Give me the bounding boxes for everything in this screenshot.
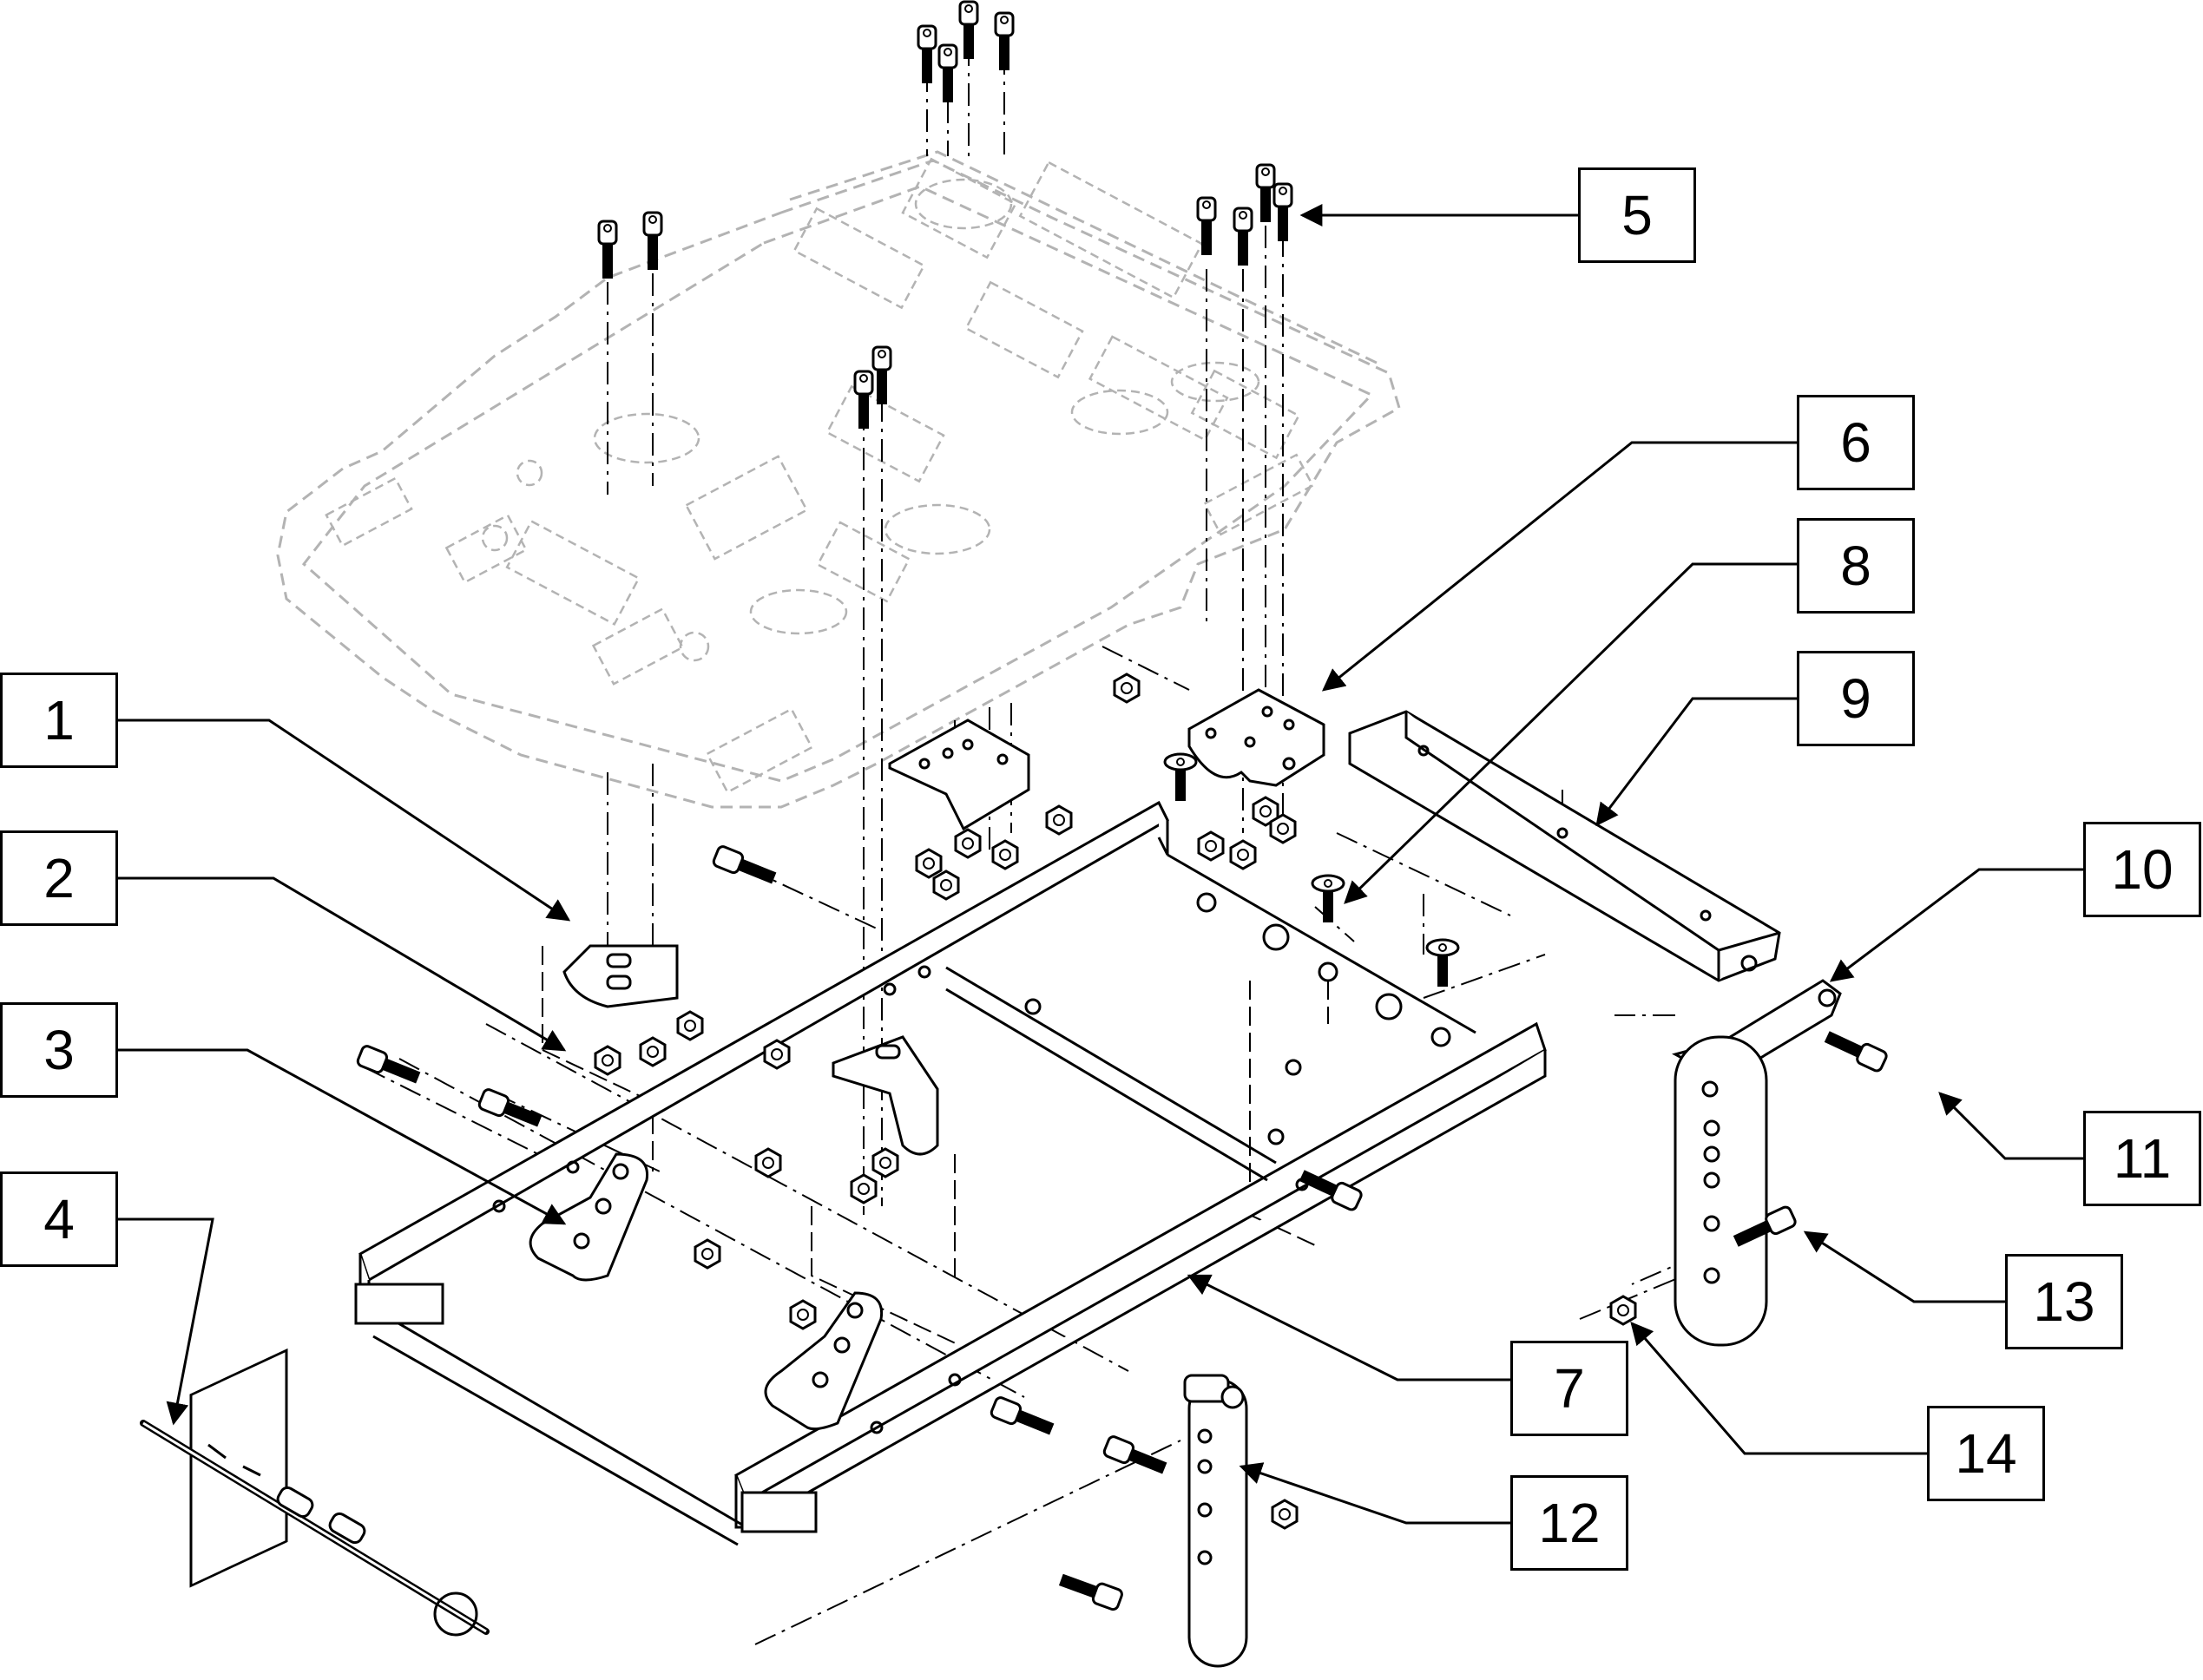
callout-13: 13: [2005, 1254, 2123, 1349]
pin-post-part-10: [1672, 979, 1842, 1347]
rear-plates-part-3: [529, 1152, 884, 1431]
callout-14: 14: [1927, 1406, 2045, 1501]
main-frame-part-7: [354, 800, 1547, 1546]
pin-post-part-12: [1183, 1374, 1248, 1668]
callout-3: 3: [0, 1002, 118, 1098]
callout-1: 1: [0, 673, 118, 768]
bracket-upper: [888, 719, 1030, 831]
callout-4: 4: [0, 1171, 118, 1267]
seat-pan-details: [325, 157, 1315, 794]
cap-screws: [597, 0, 1293, 430]
bracket-part-1: [562, 944, 679, 1008]
bracket-part-6: [1187, 688, 1325, 787]
callout-11: 11: [2083, 1111, 2201, 1206]
seat-pan-ghost: [276, 150, 1401, 809]
pin-lanyard-part-4: [140, 1348, 490, 1637]
callout-6: 6: [1797, 395, 1915, 490]
callout-7: 7: [1510, 1341, 1628, 1436]
callout-2: 2: [0, 830, 118, 926]
callout-8: 8: [1797, 518, 1915, 614]
side-rail-part-9: [1348, 710, 1781, 982]
bracket-lower: [832, 1035, 939, 1156]
callout-9: 9: [1797, 651, 1915, 746]
callout-10: 10: [2083, 822, 2201, 917]
callout-5: 5: [1578, 167, 1696, 263]
leader-lines: [117, 204, 2083, 1525]
callout-12: 12: [1510, 1475, 1628, 1571]
